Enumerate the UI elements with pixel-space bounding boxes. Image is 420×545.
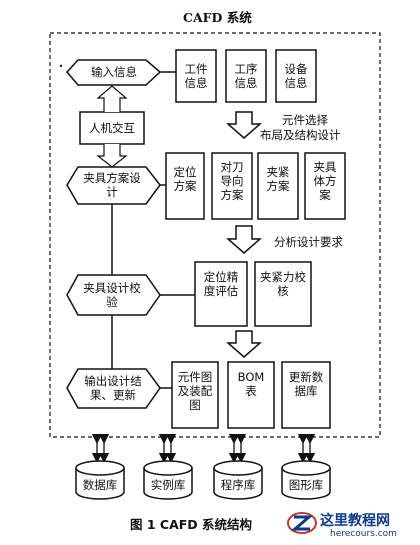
stage-label-check: 夹具设计校验 (83, 281, 141, 309)
db-label-data: 数据库 (82, 478, 118, 492)
design-box-tool-guide-label: 对刀导向方案 (220, 160, 244, 202)
note-analysis: 分析设计要求 (274, 235, 343, 249)
watermark-brand: 这里教程网 (320, 513, 390, 529)
output-box-drawings-label: 元件图及装配图 (177, 370, 213, 412)
db-cylinder-instance (143, 460, 193, 500)
check-box-precision (194, 261, 248, 327)
design-box-locating-label: 定位方案 (173, 165, 197, 193)
output-box-bom (227, 361, 275, 429)
stage-shape-design (66, 166, 161, 205)
check-box-clamp-force-label: 夹紧力校核 (260, 270, 306, 298)
db-label-instance: 实例库 (150, 478, 186, 492)
input-box-equipment-label: 设备信息 (284, 62, 308, 90)
design-box-tool-guide (211, 152, 253, 220)
diagram-title: CAFD 系统 (183, 10, 252, 25)
input-box-equipment (275, 49, 317, 103)
db-cylinder-data (75, 460, 125, 500)
output-box-update-db-label: 更新数据库 (288, 370, 324, 398)
stage-shape-output (66, 368, 161, 409)
output-box-drawings (171, 361, 219, 429)
flow-arrow-2 (226, 225, 262, 254)
check-box-clamp-force (254, 261, 312, 327)
hci-arrow-up (96, 85, 128, 112)
db-label-program: 程序库 (220, 478, 256, 492)
db-links (91, 433, 316, 464)
db-cylinder-program (213, 460, 263, 500)
corner-marker: • (58, 62, 64, 71)
stage-label-output: 输出设计结果、更新 (84, 374, 142, 402)
note-component-select: 元件选择 (282, 113, 328, 127)
flow-arrow-1 (226, 111, 262, 139)
db-cylinder-graphics (281, 460, 331, 500)
design-box-clamping-label: 夹紧方案 (266, 165, 290, 193)
hci-label: 人机交互 (89, 121, 135, 135)
stage-shape-input (66, 59, 162, 86)
flow-arrow-3 (226, 330, 262, 358)
input-box-process (225, 49, 267, 103)
stage-shape-check (66, 274, 161, 316)
note-layout-design: 布局及结构设计 (260, 128, 341, 142)
input-box-workpiece (175, 49, 217, 103)
check-box-precision-label: 定位精度评估 (203, 270, 239, 298)
stage-label-design: 夹具方案设计 (83, 171, 141, 199)
figure-caption: 图 1 CAFD 系统结构 (130, 517, 253, 532)
hci-arrow-down (96, 144, 128, 168)
db-label-graphics: 图形库 (288, 478, 324, 492)
design-box-locating (165, 152, 205, 220)
design-box-body-label: 夹具体方案 (313, 160, 337, 202)
system-boundary (49, 32, 381, 438)
stage-label-input: 输入信息 (91, 65, 137, 79)
output-box-bom-label: BOM表 (237, 370, 265, 398)
output-box-update-db (281, 361, 331, 429)
design-box-body (304, 152, 346, 220)
input-box-process-label: 工序信息 (234, 62, 258, 90)
watermark-site: herecours.com (330, 529, 397, 539)
input-box-workpiece-label: 工件信息 (184, 62, 208, 90)
watermark-logo-icon (287, 512, 317, 534)
design-box-clamping (257, 152, 299, 220)
